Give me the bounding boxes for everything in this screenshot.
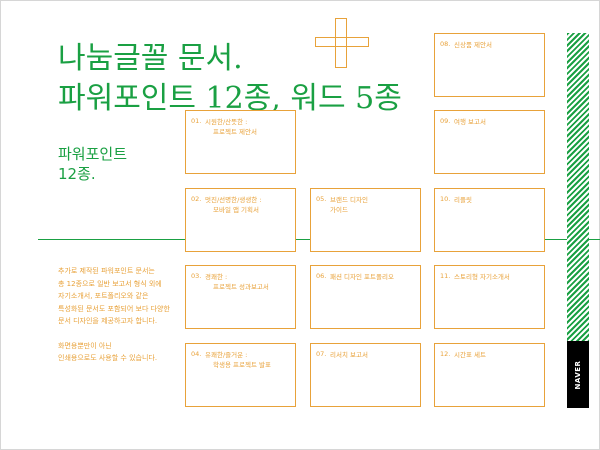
card-04: 04. 유쾌한/즐거운 :학생용 프로젝트 발표 [185, 343, 296, 407]
card-label: 멋진/선명한/생생한 :모바일 앱 기획서 [205, 196, 262, 214]
card-number: 10. [440, 195, 451, 203]
description-line: 총 12종으로 일반 보고서 형식 외에 [58, 279, 162, 288]
title-line-2: 파워포인트 12종, 워드 5종 [58, 81, 402, 116]
card-label: 경쾌한 :프로젝트 성과보고서 [205, 273, 269, 291]
card-number: 03. [191, 272, 202, 280]
card-08: 08. 신상품 제안서 [434, 33, 545, 97]
card-number: 06. [316, 272, 327, 280]
description-line: 화면용뿐만이 아닌 [58, 341, 112, 350]
subtitle-line-1: 파워포인트 [58, 145, 128, 163]
description: 추가로 제작된 파워포인트 문서는 총 12종으로 일반 보고서 형식 외에 자… [58, 265, 183, 365]
description-line: 문서 디자인을 제공하고자 합니다. [58, 317, 158, 325]
card-number: 04. [191, 350, 202, 358]
card-label: 유쾌한/즐거운 :학생용 프로젝트 발표 [205, 351, 271, 369]
card-number: 09. [440, 117, 451, 125]
card-number: 01. [191, 117, 202, 125]
card-number: 12. [440, 350, 451, 358]
card-label: 리서치 보고서 [330, 351, 368, 359]
card-11: 11. 스토리형 자기소개서 [434, 265, 545, 329]
subtitle-line-2: 12종. [58, 165, 96, 183]
naver-logo-text: NAVER [574, 360, 582, 389]
description-line: 자기소개서, 포트폴리오와 같은 [58, 292, 149, 300]
card-number: 02. [191, 195, 202, 203]
card-label: 시원한/산뜻한 :프로젝트 제안서 [205, 118, 257, 136]
stripe-decoration [567, 33, 589, 341]
card-number: 05. [316, 195, 327, 203]
card-06: 06. 패션 디자인 포트폴리오 [310, 265, 421, 329]
card-label: 여행 보고서 [454, 118, 486, 126]
divider-left [38, 239, 322, 240]
divider-right [506, 239, 600, 240]
card-label: 리플릿 [454, 196, 472, 204]
card-label: 패션 디자인 포트폴리오 [330, 273, 394, 281]
naver-logo: NAVER [567, 341, 589, 408]
card-number: 11. [440, 272, 451, 280]
card-10: 10. 리플릿 [434, 188, 545, 252]
card-12: 12. 시간표 세트 [434, 343, 545, 407]
card-label: 스토리형 자기소개서 [454, 273, 510, 281]
description-line: 인쇄용으로도 사용할 수 있습니다. [58, 354, 158, 362]
description-line: 특성화된 문서도 포함되어 보다 다양한 [58, 304, 170, 313]
card-07: 07. 리서치 보고서 [310, 343, 421, 407]
card-03: 03. 경쾌한 :프로젝트 성과보고서 [185, 265, 296, 329]
card-09: 09. 여행 보고서 [434, 110, 545, 174]
card-label: 신상품 제안서 [454, 41, 492, 49]
card-label: 시간표 세트 [454, 351, 486, 359]
card-02: 02. 멋진/선명한/생생한 :모바일 앱 기획서 [185, 188, 296, 252]
title-line-1: 나눔글꼴 문서. [58, 41, 243, 76]
card-01: 01. 시원한/산뜻한 :프로젝트 제안서 [185, 110, 296, 174]
card-number: 08. [440, 40, 451, 48]
description-line: 추가로 제작된 파워포인트 문서는 [58, 267, 155, 275]
card-number: 07. [316, 350, 327, 358]
